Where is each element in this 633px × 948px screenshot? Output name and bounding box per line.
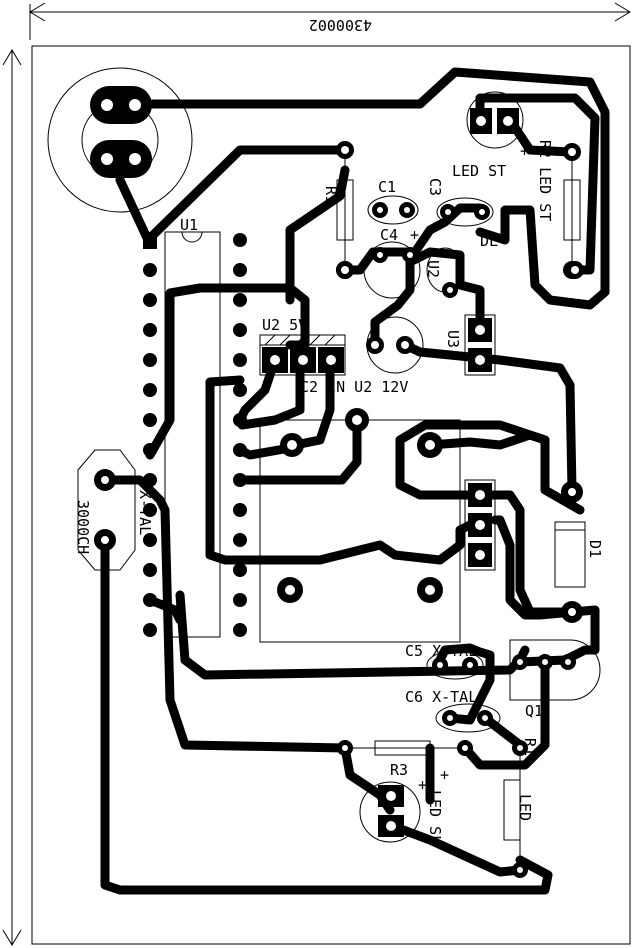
label-led-st: LED ST [452, 162, 506, 180]
j1-header [464, 479, 496, 571]
label-xtal-left: X-TAL [136, 490, 154, 535]
height-dimension [2, 49, 22, 946]
u2-to92 [426, 247, 464, 298]
label-r1: R1 [322, 186, 340, 204]
traces [100, 67, 610, 895]
led-sl-footprint [359, 781, 421, 843]
q1-crystal [509, 639, 601, 701]
label-r1-a: R1 [521, 738, 539, 756]
label-r3: R3 [390, 761, 408, 779]
label-c2-in-u2-12v: C2 IN U2 12V [300, 378, 408, 396]
label-dl: DL [480, 232, 498, 250]
label-c1: C1 [378, 178, 396, 196]
label-d1: D1 [586, 540, 604, 558]
width-dimension [29, 2, 631, 40]
label-plus-a: + [520, 142, 529, 160]
u3-transistor [366, 316, 424, 374]
r-led-resistor [503, 740, 528, 878]
c1-capacitor [367, 195, 419, 225]
label-u2-5v: U2 5V [262, 316, 307, 334]
r1-resistor [336, 141, 354, 279]
label-c3: C3 [426, 178, 444, 196]
label-q1: Q1 [525, 702, 543, 720]
u1-footprint [143, 231, 247, 638]
label-r1-led: LED [516, 794, 534, 821]
c3-capacitor [436, 197, 494, 227]
r3-resistor [337, 740, 473, 756]
d1-diode [554, 481, 586, 623]
c5-capacitor [426, 650, 484, 680]
label-u2-rot: U2 [424, 260, 442, 278]
height-label: 3000СН [74, 500, 92, 554]
label-r2-led-st: R2 LED ST [536, 140, 554, 221]
heatsink-outline [259, 408, 461, 643]
power-connector [47, 67, 193, 213]
label-led-sl: LED SL [426, 790, 444, 844]
label-plus-c: + [418, 776, 427, 794]
r2-resistor [563, 143, 581, 279]
label-c6-xtal: C6 X-TAL [405, 688, 477, 706]
label-u3: U3 [444, 330, 462, 348]
u3-header [464, 314, 496, 376]
label-plus-b: + [410, 226, 419, 244]
c4-capacitor [363, 241, 421, 299]
width-label: 4300002 [309, 16, 372, 34]
label-u1: U1 [180, 216, 198, 234]
xtal-left-footprint [77, 449, 136, 571]
misc-pads [336, 261, 584, 279]
label-plus-d: + [440, 766, 449, 784]
u2-regulator-footprint [259, 334, 346, 376]
board-outline [31, 45, 631, 945]
label-c5-xtal: C5 X-TAL [405, 642, 477, 660]
label-c4: C4 [380, 226, 398, 244]
led-st-footprint [466, 91, 524, 149]
c6-capacitor [435, 703, 501, 733]
